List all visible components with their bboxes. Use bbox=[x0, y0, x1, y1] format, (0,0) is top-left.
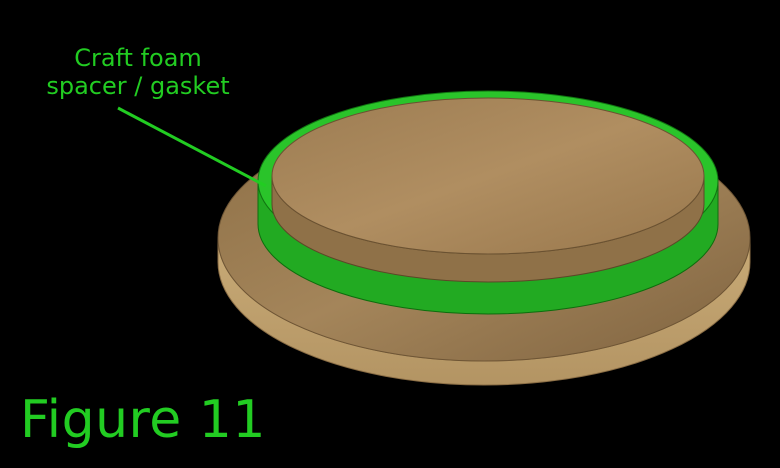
inner-disc-top bbox=[271, 97, 705, 255]
callout-label: Craft foam spacer / gasket bbox=[18, 44, 258, 100]
callout-leader-line bbox=[117, 106, 267, 188]
figure-caption: Figure 11 bbox=[20, 390, 266, 450]
callout-line-2: spacer / gasket bbox=[46, 72, 230, 100]
inner-disc bbox=[271, 97, 705, 283]
callout-line-1: Craft foam bbox=[74, 44, 202, 72]
